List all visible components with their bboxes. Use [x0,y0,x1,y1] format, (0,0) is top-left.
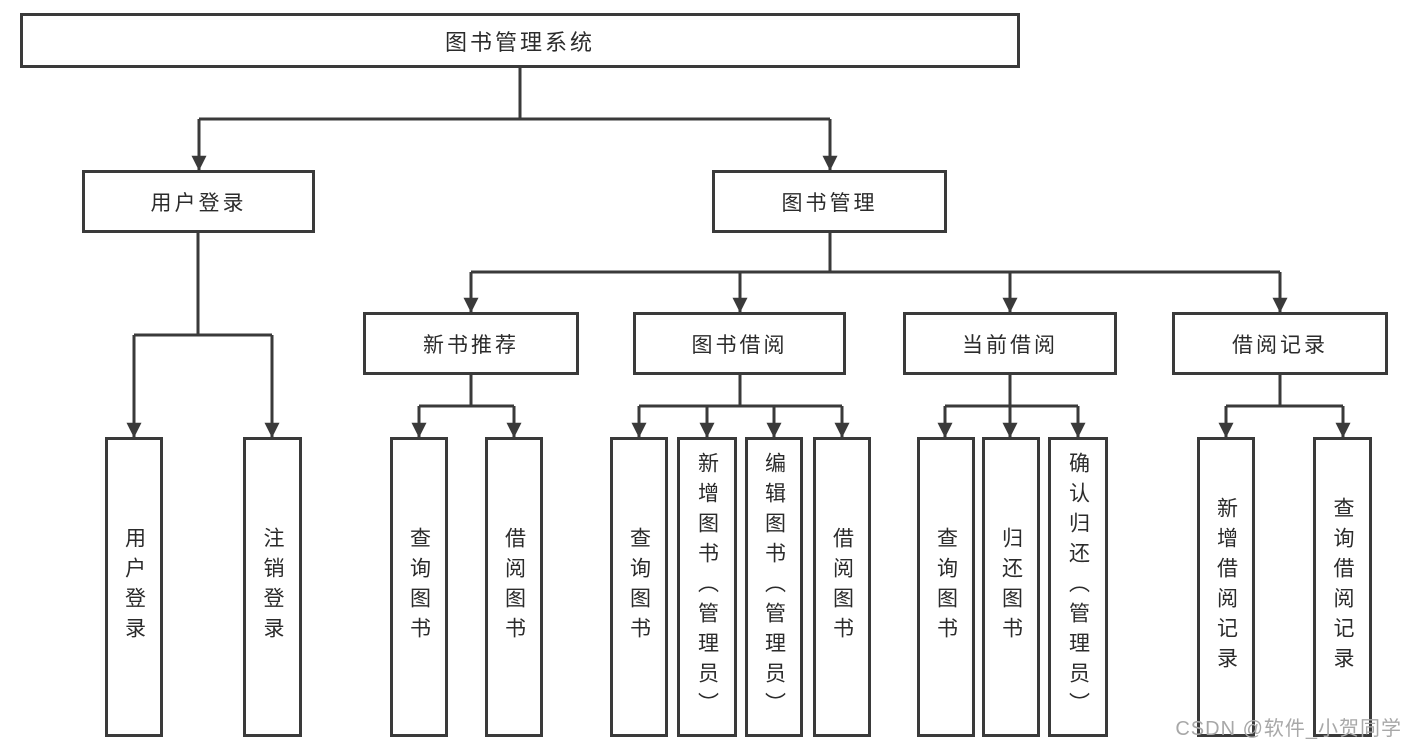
leaf-logout-login: 注销登录 [243,437,302,737]
leaf-query-books-current: 查询图书 [917,437,975,737]
leaf-user-login: 用户登录 [105,437,163,737]
leaf-edit-books-admin: 编辑图书（管理员） [745,437,803,737]
leaf-query-books-borrow: 查询图书 [610,437,668,737]
leaf-return-books: 归还图书 [982,437,1040,737]
node-current-borrow: 当前借阅 [903,312,1117,375]
leaf-borrow-books: 借阅图书 [813,437,871,737]
leaf-query-books-recommend: 查询图书 [390,437,448,737]
node-library-management-system: 图书管理系统 [20,13,1020,68]
leaf-add-borrow-record: 新增借阅记录 [1197,437,1255,737]
node-borrow-records: 借阅记录 [1172,312,1388,375]
leaf-query-borrow-record: 查询借阅记录 [1313,437,1372,737]
leaf-confirm-return-admin: 确认归还（管理员） [1048,437,1108,737]
node-user-login: 用户登录 [82,170,315,233]
leaf-add-books-admin: 新增图书（管理员） [677,437,737,737]
node-book-management: 图书管理 [712,170,947,233]
leaf-borrow-books-recommend: 借阅图书 [485,437,543,737]
node-book-borrow: 图书借阅 [633,312,846,375]
node-new-book-recommend: 新书推荐 [363,312,579,375]
